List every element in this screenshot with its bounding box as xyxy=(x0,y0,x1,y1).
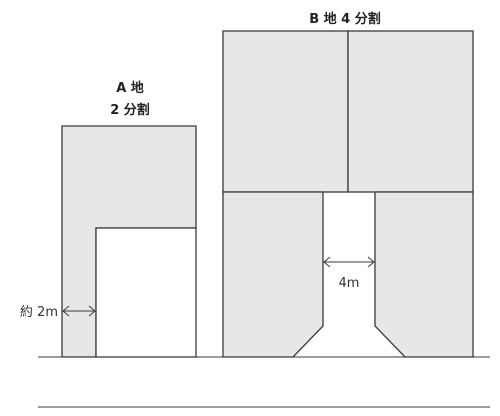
lot-a-front-parcel xyxy=(95,227,197,358)
arrow-left-icon xyxy=(62,305,70,317)
lot-b-parcel-top-left xyxy=(222,30,349,193)
dimension-a: 約 2m xyxy=(20,305,96,320)
arrow-right-icon xyxy=(367,256,375,268)
lot-b xyxy=(222,30,474,358)
lot-b-parcel-bottom-left xyxy=(222,191,324,358)
arrow-left-icon xyxy=(323,256,331,268)
lot-b-parcel-top-right xyxy=(347,30,474,193)
lot-a-division: 2 分割 xyxy=(110,102,150,118)
lot-b-parcel-bottom-right xyxy=(374,191,474,358)
lot-a xyxy=(61,125,197,358)
arrow-right-icon xyxy=(88,305,96,317)
dimension-b-label: 4m xyxy=(339,276,360,291)
dimension-b: 4m xyxy=(323,256,375,291)
lot-b-title: B 地 4 分割 xyxy=(309,11,381,27)
lot-a-name: A 地 xyxy=(116,80,144,96)
dimension-a-label: 約 2m xyxy=(20,305,58,320)
